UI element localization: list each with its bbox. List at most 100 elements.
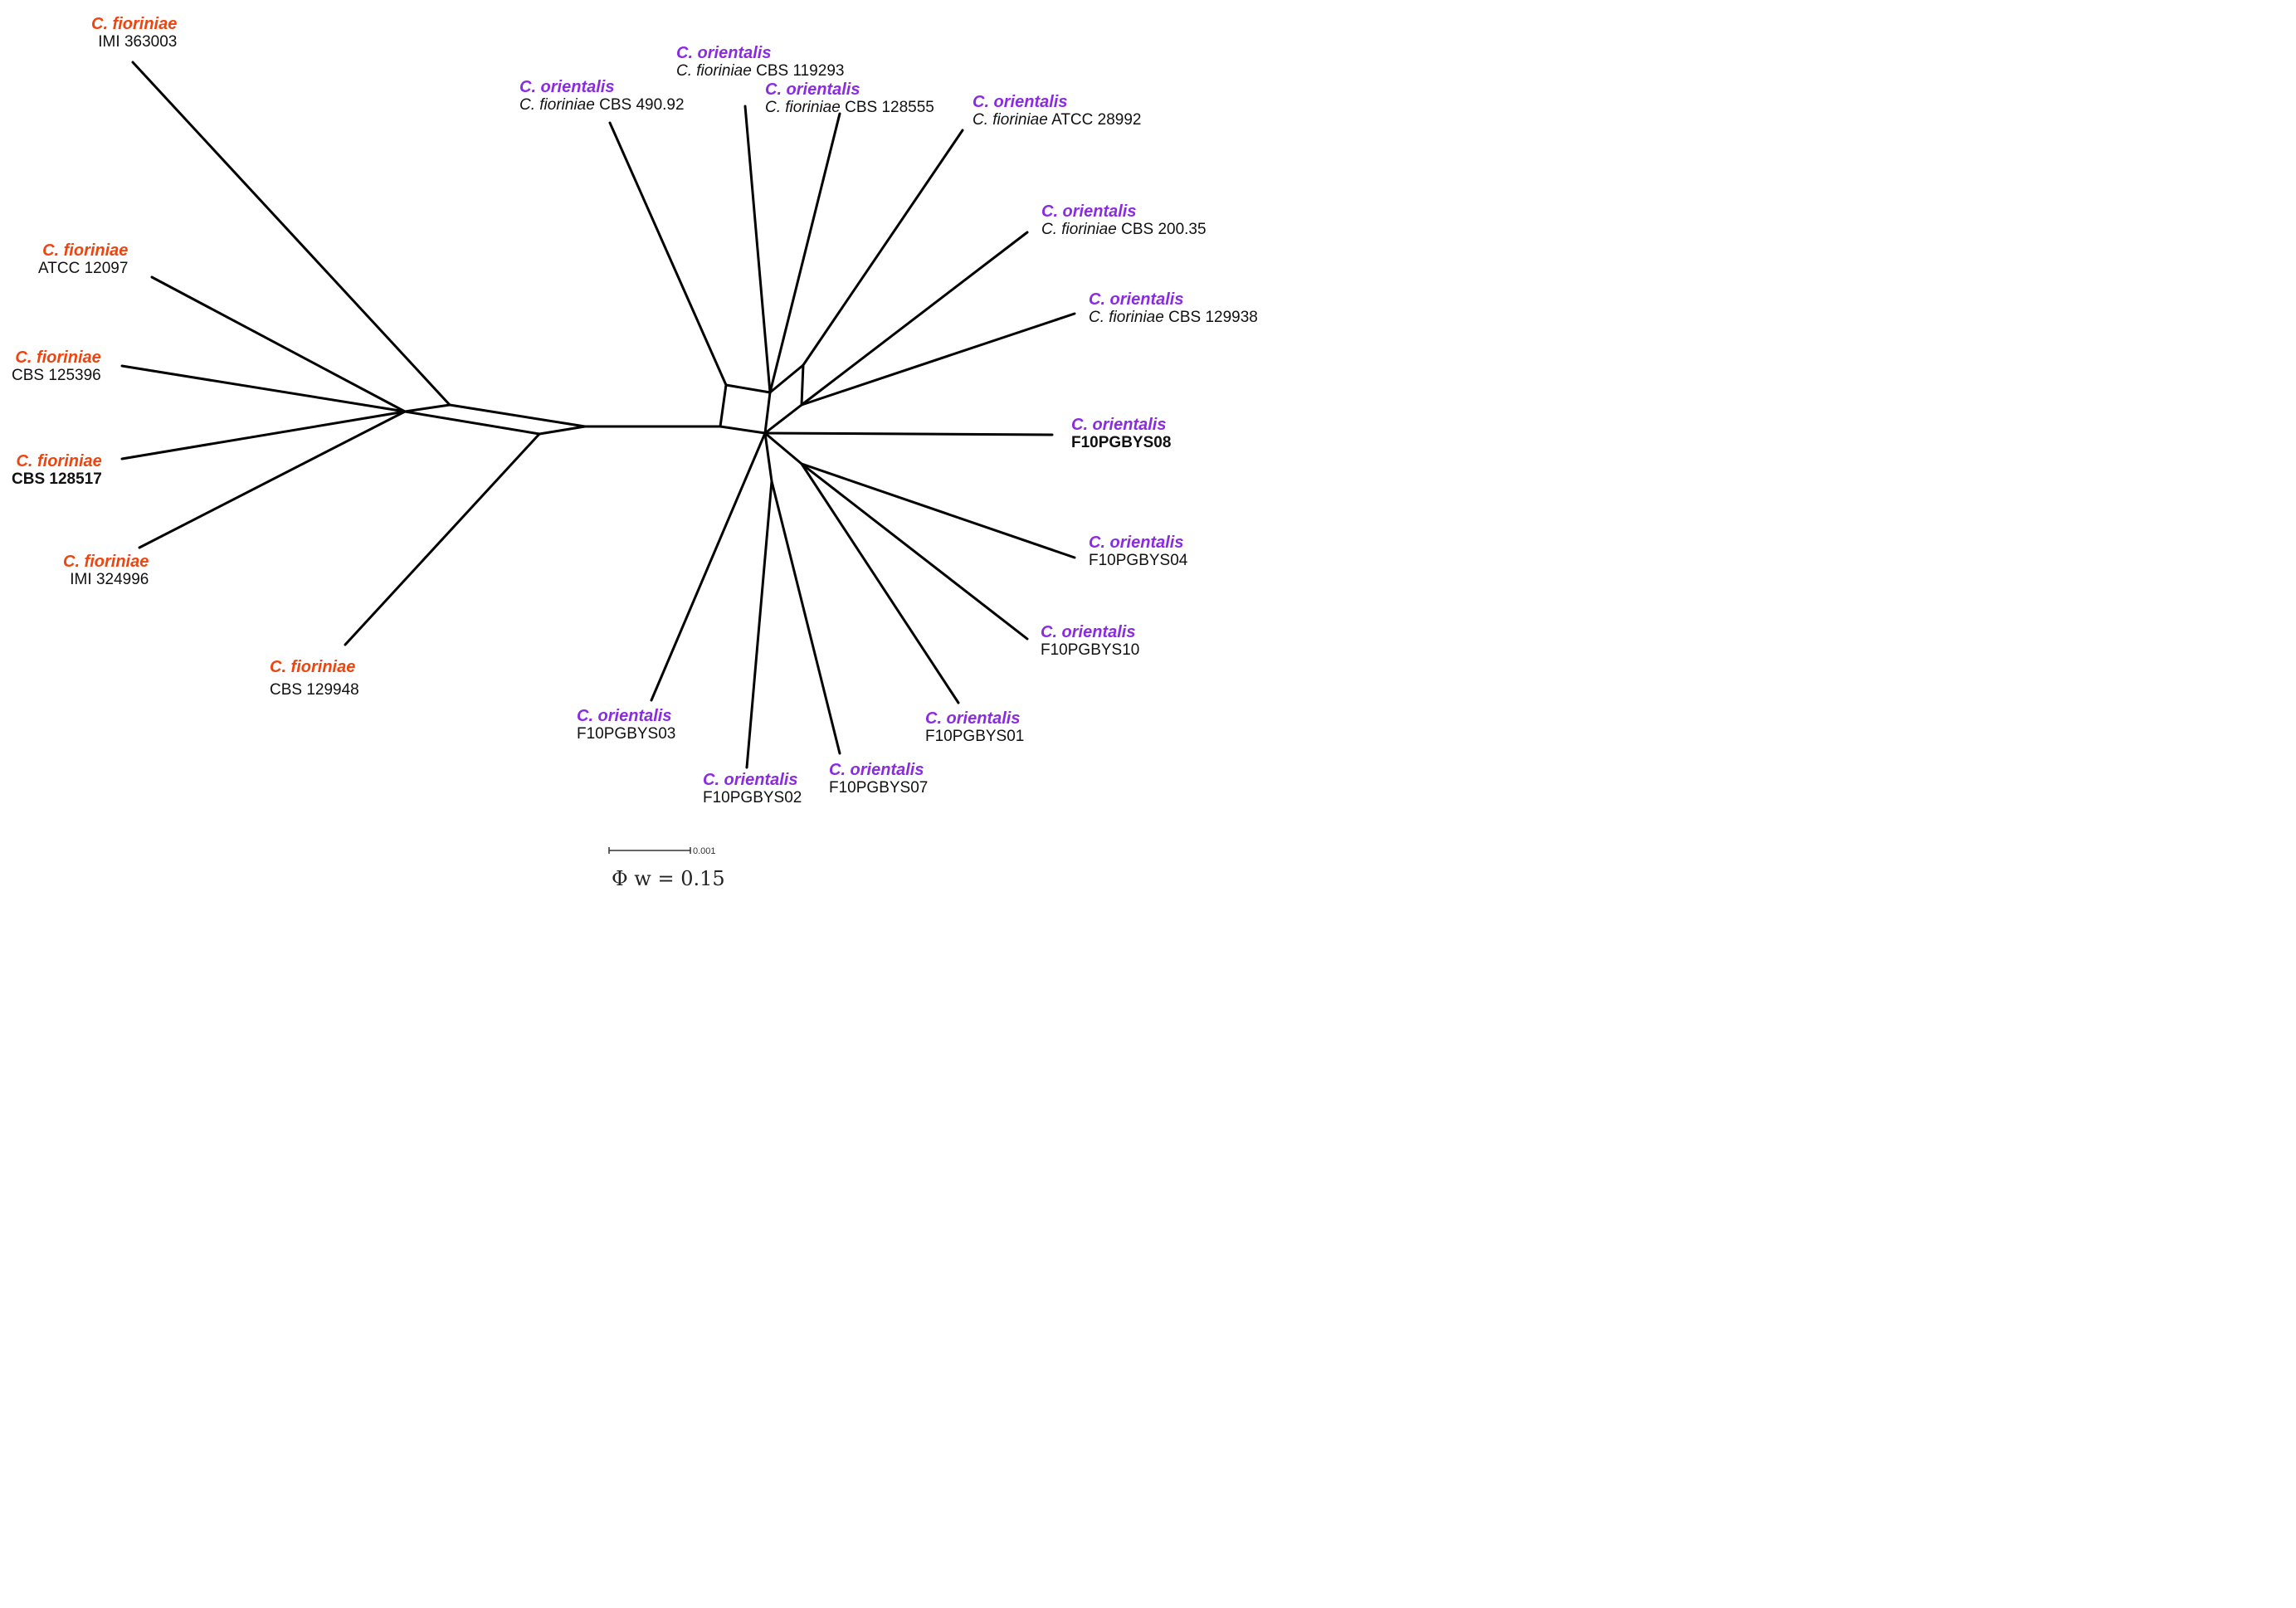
splits-network: [120, 61, 1076, 769]
split-edge: [763, 391, 772, 435]
strain-code: CBS 200.35: [1121, 221, 1206, 238]
strain-id: F10PGBYS04: [1089, 552, 1188, 569]
split-edge: [768, 363, 805, 394]
taxon-label-atcc-28992: C. orientalis C. fioriniae ATCC 28992: [973, 93, 1142, 129]
species-name: C. orientalis: [577, 707, 672, 725]
strain-id: F10PGBYS10: [1041, 641, 1140, 659]
taxon-label-cbs-200-35: C. orientalis C. fioriniae CBS 200.35: [1041, 202, 1206, 239]
taxon-label-cbs-128555: C. orientalis C. fioriniae CBS 128555: [765, 80, 934, 117]
taxon-label-f10pgbys04: C. orientalis F10PGBYS04: [1089, 534, 1187, 570]
branch-cbs-129938: [800, 312, 1076, 407]
species-name: C. orientalis: [765, 80, 860, 99]
taxon-label-cbs-129948: C. fioriniae CBS 129948: [270, 655, 359, 702]
network-edges: [120, 61, 1076, 769]
split-edge: [448, 403, 587, 428]
split-edge: [724, 383, 772, 394]
split-edge: [800, 363, 805, 407]
species-name: C. fioriniae: [91, 15, 178, 33]
split-edge: [763, 431, 803, 465]
strain-id: F10PGBYS02: [703, 789, 802, 806]
strain-id: CBS 129948: [270, 681, 359, 699]
strain-prefix: C. fioriniae: [973, 111, 1048, 129]
strain-id: IMI 363003: [98, 33, 178, 51]
strain-id: C. fioriniae CBS 119293: [676, 62, 844, 80]
taxon-label-cbs-119293: C. orientalis C. fioriniae CBS 119293: [676, 44, 844, 80]
strain-id: CBS 128517: [12, 470, 102, 488]
strain-id: C. fioriniae CBS 490.92: [519, 96, 685, 115]
species-name: C. orientalis: [676, 44, 772, 62]
taxon-label-cbs-490-92: C. orientalis C. fioriniae CBS 490.92: [519, 78, 685, 115]
branch-imi-363003: [131, 61, 451, 407]
scale-bar: [608, 847, 691, 854]
branch-atcc-28992: [802, 129, 964, 367]
branch-f10pgbys02: [745, 480, 773, 769]
strain-id: F10PGBYS01: [925, 728, 1025, 745]
split-edge: [763, 403, 803, 435]
species-name: C. orientalis: [1089, 290, 1184, 309]
split-edge: [763, 431, 773, 483]
branch-f10pgbys01: [800, 462, 960, 704]
branch-imi-324996: [138, 410, 407, 549]
taxon-label-f10pgbys07: C. orientalis F10PGBYS07: [829, 761, 928, 797]
scale-bar-label: 0.001: [693, 846, 716, 856]
split-edge: [719, 383, 728, 428]
taxon-label-f10pgbys02: C. orientalis F10PGBYS02: [703, 771, 802, 807]
strain-prefix: C. fioriniae: [1089, 309, 1164, 326]
strain-prefix: C. fioriniae: [519, 96, 595, 114]
species-name: C. fioriniae: [270, 658, 356, 676]
taxon-label-imi-324996: C. fioriniae IMI 324996: [63, 553, 149, 589]
species-name: C. orientalis: [1041, 623, 1136, 641]
strain-id: F10PGBYS08: [1071, 434, 1172, 451]
strain-id: C. fioriniae CBS 129938: [1089, 309, 1258, 327]
taxon-label-cbs-128517: C. fioriniae CBS 128517: [12, 452, 102, 489]
branch-cbs-125396: [120, 364, 407, 413]
species-name: C. orientalis: [1041, 202, 1137, 221]
taxon-label-f10pgbys03: C. orientalis F10PGBYS03: [577, 707, 675, 743]
split-edge: [719, 425, 767, 435]
branch-f10pgbys03: [650, 431, 767, 702]
species-name: C. orientalis: [519, 78, 615, 96]
taxon-label-f10pgbys10: C. orientalis F10PGBYS10: [1041, 623, 1139, 660]
branch-f10pgbys04: [800, 462, 1076, 559]
species-name: C. orientalis: [925, 709, 1021, 728]
branch-atcc-12097: [150, 275, 407, 413]
strain-prefix: C. fioriniae: [765, 99, 841, 116]
strain-code: CBS 128555: [845, 99, 934, 116]
branch-f10pgbys08: [763, 431, 1054, 436]
species-name: C. orientalis: [1071, 416, 1167, 434]
branch-f10pgbys10: [800, 462, 1029, 641]
strain-id: IMI 324996: [70, 571, 149, 588]
species-name: C. fioriniae: [42, 241, 129, 260]
strain-id: C. fioriniae ATCC 28992: [973, 111, 1142, 129]
split-edge: [403, 410, 541, 436]
species-name: C. orientalis: [703, 771, 798, 789]
taxon-label-atcc-12097: C. fioriniae ATCC 12097: [38, 241, 128, 278]
strain-id: C. fioriniae CBS 128555: [765, 99, 934, 117]
strain-code: CBS 129938: [1168, 309, 1258, 326]
strain-code: CBS 119293: [756, 62, 845, 80]
taxon-label-imi-363003: C. fioriniae IMI 363003: [91, 15, 177, 51]
branch-cbs-490-92: [608, 121, 728, 387]
strain-prefix: C. fioriniae: [1041, 221, 1117, 238]
taxon-label-cbs-129938: C. orientalis C. fioriniae CBS 129938: [1089, 290, 1258, 327]
branch-cbs-128555: [768, 112, 841, 394]
species-name: C. orientalis: [973, 93, 1068, 111]
strain-id: CBS 125396: [12, 367, 101, 384]
taxon-label-f10pgbys08: C. orientalis F10PGBYS08: [1071, 416, 1171, 452]
branch-cbs-128517: [120, 410, 407, 460]
species-name: C. fioriniae: [15, 348, 101, 367]
strain-code: CBS 490.92: [599, 96, 685, 114]
species-name: C. fioriniae: [16, 452, 102, 470]
species-name: C. orientalis: [829, 761, 924, 779]
split-edge: [538, 425, 587, 436]
branch-f10pgbys07: [770, 480, 841, 755]
strain-id: C. fioriniae CBS 200.35: [1041, 221, 1206, 239]
strain-id: ATCC 12097: [38, 260, 129, 277]
phi-statistic: Φ w = 0.15: [612, 867, 725, 890]
strain-code: ATCC 28992: [1051, 111, 1142, 129]
species-name: C. fioriniae: [63, 553, 149, 571]
branch-cbs-129948: [344, 432, 541, 646]
split-edge: [403, 403, 451, 413]
taxon-label-cbs-125396: C. fioriniae CBS 125396: [12, 348, 101, 385]
strain-prefix: C. fioriniae: [676, 62, 752, 80]
